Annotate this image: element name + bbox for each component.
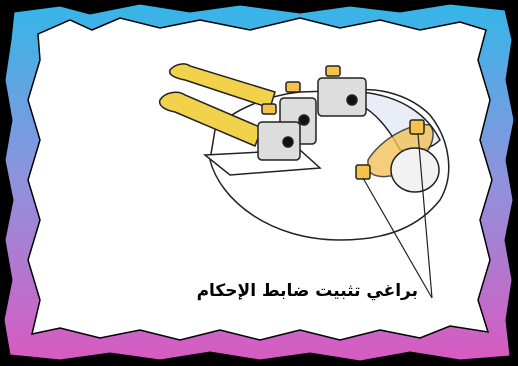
grip-screw-left: [356, 165, 370, 179]
grip-screw-right: [410, 120, 424, 134]
terminal-top: [318, 78, 366, 116]
terminal-left: [258, 122, 300, 160]
cable-end: [391, 148, 439, 192]
caption-label: براغي تثبيت ضابط الإحكام: [168, 281, 418, 301]
